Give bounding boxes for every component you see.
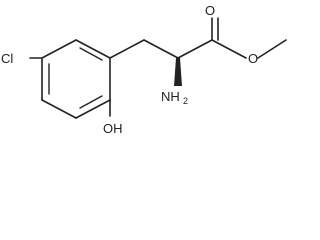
ring-bond-1 xyxy=(75,39,111,59)
benzene-ring xyxy=(41,39,111,119)
carbonyl-oxygen-label: O xyxy=(205,3,215,18)
ring-bond-3 xyxy=(75,99,111,119)
alpha-carbon-bond xyxy=(143,39,179,59)
benzylic-bond xyxy=(109,39,145,59)
ring-bond-4 xyxy=(41,99,77,119)
chlorine-label: Cl xyxy=(1,51,13,66)
ester-oxygen-bond xyxy=(211,39,247,59)
amine-stereo-wedge xyxy=(174,58,182,86)
carbonyl-carbon-bond xyxy=(177,39,213,59)
ring-inner-bond-2 xyxy=(79,95,103,109)
amine-label-subscript: 2 xyxy=(183,96,188,106)
molecule-diagram: Cl OH NH 2 O O xyxy=(1,3,287,136)
hydroxyl-label: OH xyxy=(103,121,123,136)
methyl-bond xyxy=(257,39,287,59)
ring-bond-6 xyxy=(41,39,77,59)
structure-canvas: Cl OH NH 2 O O xyxy=(1,3,287,136)
ester-oxygen-label: O xyxy=(248,51,258,66)
ring-inner-bond-1 xyxy=(79,47,103,61)
amine-label-main: NH xyxy=(161,89,180,104)
